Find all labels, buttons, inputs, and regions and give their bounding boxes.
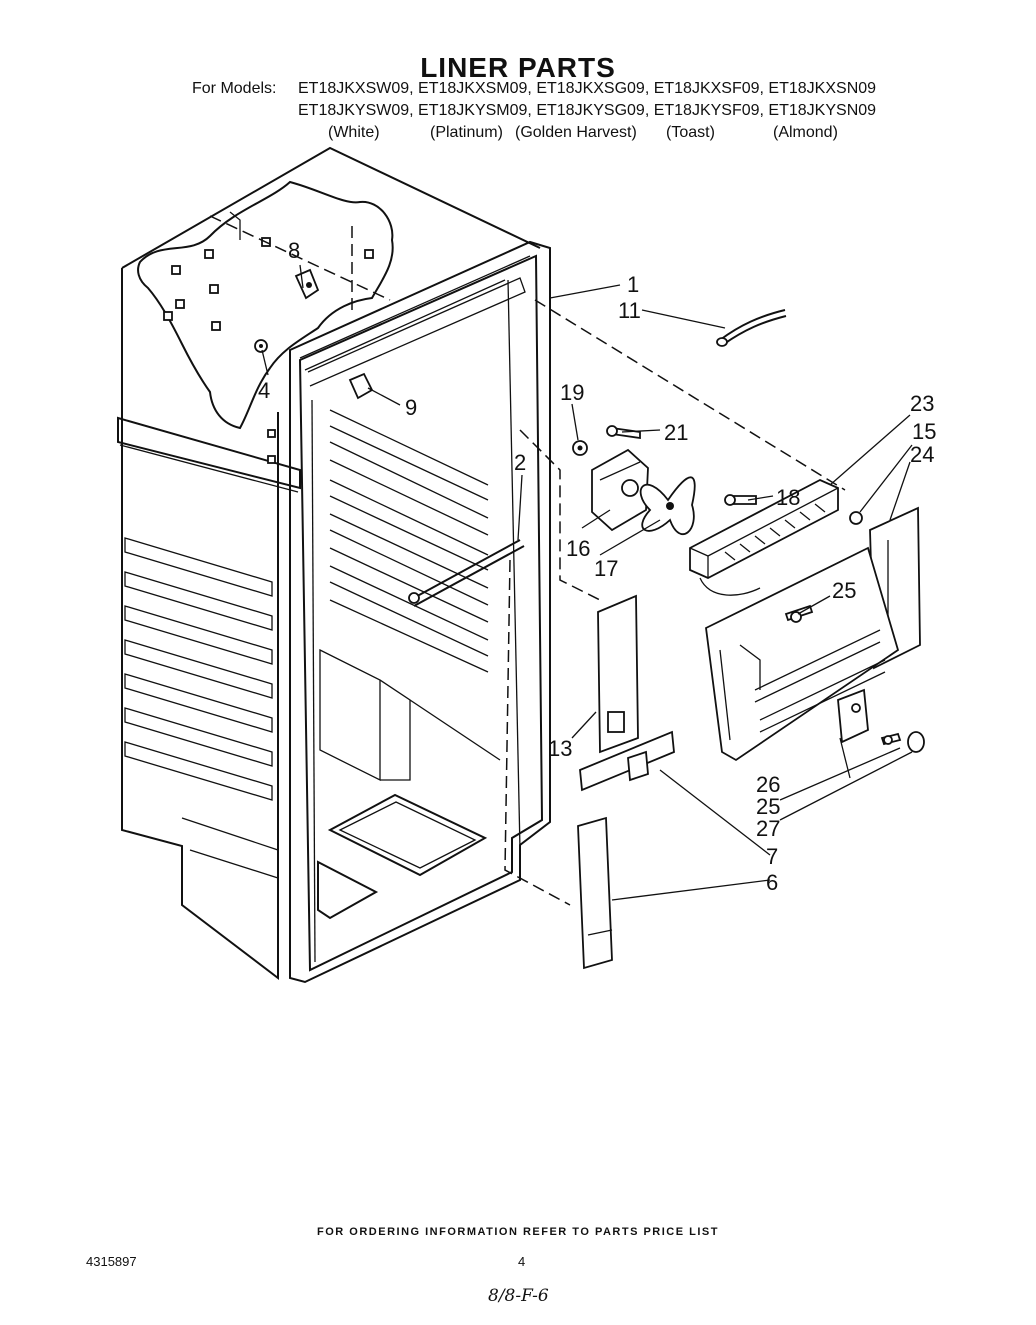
callout-15: 15 xyxy=(912,419,936,444)
part-19-nut xyxy=(572,440,588,456)
callout-11: 11 xyxy=(618,298,641,323)
part-17-fan-blade xyxy=(639,476,696,535)
color-toast: (Toast) xyxy=(666,124,715,141)
callout-25-lower: 25 xyxy=(756,794,780,819)
part-21-screw xyxy=(606,425,641,440)
part-23-air-duct xyxy=(689,479,839,596)
callout-23: 23 xyxy=(910,391,934,416)
part-15-screw xyxy=(849,511,863,525)
part-27-cap xyxy=(907,731,925,753)
callout-13: 13 xyxy=(548,736,572,761)
evaporator-cover xyxy=(705,546,900,762)
callout-24: 24 xyxy=(910,442,934,467)
callout-2: 2 xyxy=(514,450,526,475)
freezer-cutaway xyxy=(137,180,394,464)
callout-4: 4 xyxy=(258,378,270,403)
callout-25-upper: 25 xyxy=(832,578,856,603)
callout-26: 26 xyxy=(756,772,780,797)
callout-8: 8 xyxy=(288,238,300,263)
ordering-note: FOR ORDERING INFORMATION REFER TO PARTS … xyxy=(317,1226,719,1238)
liner-opening xyxy=(289,240,846,984)
part-9-bracket xyxy=(348,372,374,400)
part-8-clip xyxy=(294,268,320,300)
callout-1: 1 xyxy=(627,272,639,297)
callout-17: 17 xyxy=(594,556,618,581)
callout-16: 16 xyxy=(566,536,590,561)
part-13-duct-cover xyxy=(597,594,639,754)
page-number: 4 xyxy=(518,1254,526,1269)
color-platinum: (Platinum) xyxy=(430,124,503,141)
part-18-screw xyxy=(724,494,757,506)
models-line-2: ET18JKYSW09, ET18JKYSM09, ET18JKYSG09, E… xyxy=(298,102,877,119)
models-label: For Models: xyxy=(192,80,277,97)
page-title: LINER PARTS xyxy=(420,52,616,83)
part-16-fan-motor xyxy=(591,448,649,532)
part-4-fastener xyxy=(254,339,268,353)
callout-7: 7 xyxy=(766,844,778,869)
handwritten-note: 8/8-F-6 xyxy=(488,1286,549,1306)
callout-9: 9 xyxy=(405,395,417,420)
part-7-bracket xyxy=(579,730,675,792)
part-6-channel xyxy=(577,816,613,970)
part-25-screw-lower xyxy=(880,732,902,746)
callout-19: 19 xyxy=(560,380,584,405)
color-white: (White) xyxy=(328,124,380,141)
color-almond: (Almond) xyxy=(773,124,838,141)
part-11-tube xyxy=(716,309,787,347)
cabinet-outline xyxy=(117,146,541,981)
color-golden-harvest: (Golden Harvest) xyxy=(515,124,637,141)
callout-21: 21 xyxy=(664,420,688,445)
leader-lines xyxy=(261,264,913,901)
part-2-rod xyxy=(408,539,525,607)
part-26-plate xyxy=(837,688,869,744)
models-line-1: ET18JKXSW09, ET18JKXSM09, ET18JKXSG09, E… xyxy=(298,80,877,97)
callout-18: 18 xyxy=(776,485,800,510)
document-number: 4315897 xyxy=(86,1254,137,1269)
callout-27: 27 xyxy=(756,816,780,841)
callout-6: 6 xyxy=(766,870,778,895)
